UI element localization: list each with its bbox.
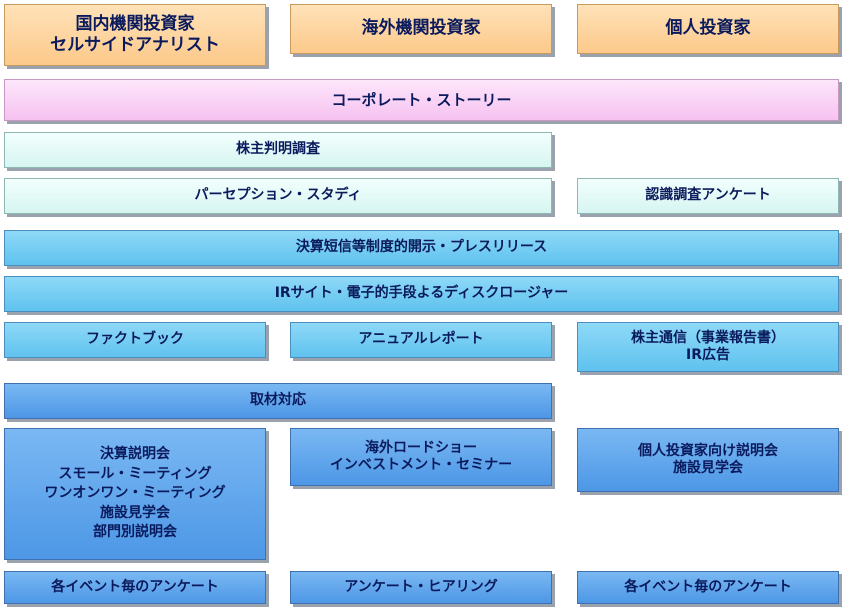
shareholder-newsletter-label: 株主通信（事業報告書） [631, 329, 785, 346]
divisional-briefing-label: 部門別説明会 [93, 524, 177, 541]
small-meeting-label: スモール・ミーティング [58, 465, 212, 482]
shareholder-survey-label: 株主判明調査 [236, 141, 320, 158]
fact-book-label: ファクトブック [86, 331, 184, 348]
earnings-briefing-label: 決算説明会 [100, 446, 170, 463]
ir-site-bar: IRサイト・電子的手段よるディスクロージャー [4, 276, 839, 312]
recognition-survey-box: 認識調査アンケート [577, 178, 839, 214]
ir-site-label: IRサイト・電子的手段よるディスクロージャー [274, 285, 569, 302]
domestic-investors-label: 国内機関投資家 [75, 13, 195, 34]
perception-study-label: パーセプション・スタディ [194, 187, 362, 204]
individual-events-box: 個人投資家向け説明会 施設見学会 [577, 428, 839, 492]
domestic-event-survey-label: 各イベント毎のアンケート [51, 578, 219, 595]
individual-investors-box: 個人投資家 [577, 4, 839, 54]
overseas-survey-box: アンケート・ヒアリング [290, 571, 552, 604]
domestic-investors-box: 国内機関投資家 セルサイドアナリスト [4, 4, 266, 66]
individual-facility-tour-label: 施設見学会 [673, 460, 743, 476]
annual-report-label: アニュアルレポート [358, 331, 484, 348]
overseas-investors-box: 海外機関投資家 [290, 4, 552, 54]
sell-side-analysts-label: セルサイドアナリスト [50, 35, 220, 55]
recognition-survey-label: 認識調査アンケート [645, 187, 771, 204]
corporate-story-bar: コーポレート・ストーリー [4, 79, 839, 121]
fact-book-box: ファクトブック [4, 322, 266, 358]
ir-advertising-label: IR広告 [686, 347, 730, 363]
shareholder-communication-box: 株主通信（事業報告書） IR広告 [577, 322, 839, 372]
press-coverage-bar: 取材対応 [4, 383, 552, 419]
disclosure-release-label: 決算短信等制度的開示・プレスリリース [295, 239, 548, 256]
shareholder-survey-bar: 株主判明調査 [4, 132, 552, 168]
individual-event-survey-box: 各イベント毎のアンケート [577, 571, 839, 604]
domestic-events-box: 決算説明会 スモール・ミーティング ワンオンワン・ミーティング 施設見学会 部門… [4, 428, 266, 560]
domestic-event-survey-box: 各イベント毎のアンケート [4, 571, 266, 604]
individual-investors-label: 個人投資家 [665, 18, 751, 39]
investment-seminar-label: インベストメント・セミナー [329, 457, 513, 473]
disclosure-release-bar: 決算短信等制度的開示・プレスリリース [4, 230, 839, 266]
overseas-events-box: 海外ロードショー インベストメント・セミナー [290, 428, 552, 486]
one-on-one-meeting-label: ワンオンワン・ミーティング [44, 485, 226, 502]
annual-report-box: アニュアルレポート [290, 322, 552, 358]
overseas-investors-label: 海外機関投資家 [361, 18, 481, 39]
individual-event-survey-label: 各イベント毎のアンケート [624, 578, 792, 595]
press-coverage-label: 取材対応 [250, 392, 306, 409]
corporate-story-label: コーポレート・ストーリー [331, 90, 512, 109]
overseas-survey-label: アンケート・ヒアリング [344, 578, 498, 595]
overseas-roadshow-label: 海外ロードショー [365, 439, 477, 456]
facility-tour-label: 施設見学会 [100, 504, 170, 521]
individual-briefing-label: 個人投資家向け説明会 [638, 442, 778, 459]
perception-study-bar: パーセプション・スタディ [4, 178, 552, 214]
